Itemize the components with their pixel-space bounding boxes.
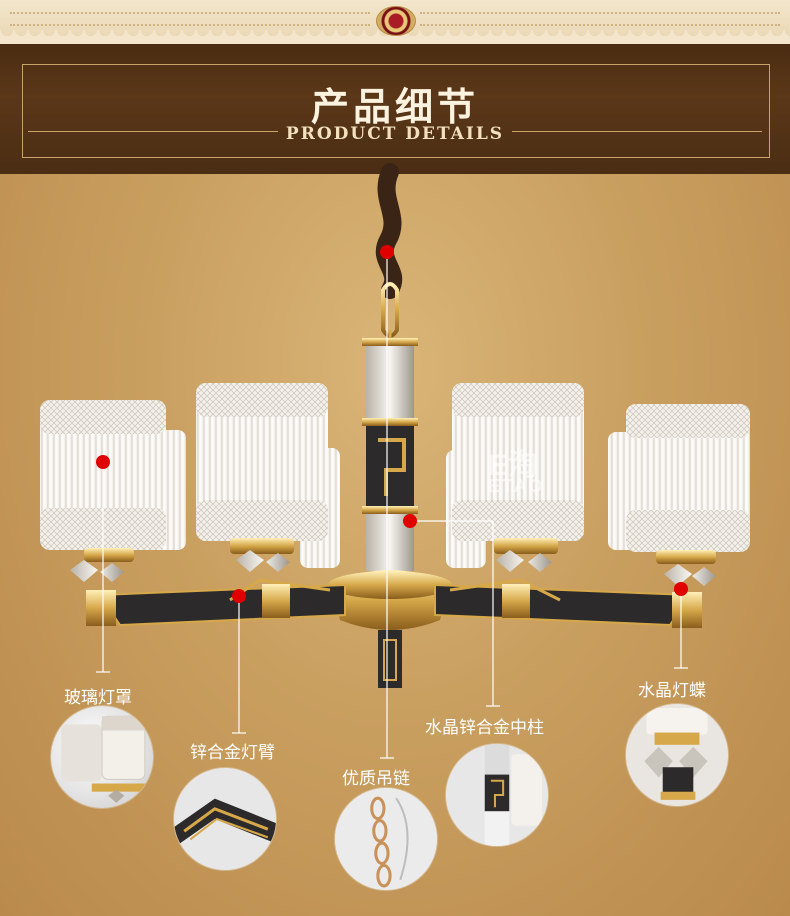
callout-label-glass-shade: 玻璃灯罩 [64, 688, 132, 708]
detail-thumb-chain [335, 788, 437, 890]
marker-dots [96, 245, 688, 603]
callout-label-chain: 优质吊链 [342, 769, 410, 789]
marker-dot-center-column [403, 514, 417, 528]
marker-dot-zinc-arm [232, 589, 246, 603]
marker-dot-crystal-cup [674, 582, 688, 596]
ornament-scroll-right [420, 12, 780, 26]
callout-label-zinc-arm: 锌合金灯臂 [190, 743, 275, 763]
detail-thumb-crystal-cup [626, 704, 728, 806]
title-banner-frame [22, 64, 770, 158]
title-banner [0, 44, 790, 174]
etao-logo-text: ETAO [488, 476, 545, 496]
etao-logo: E淘 [488, 449, 539, 482]
title-rule-left [28, 131, 278, 132]
marker-dot-chain [380, 245, 394, 259]
callout-label-crystal-cup: 水晶灯蝶 [638, 681, 706, 701]
detail-thumb-glass-shade [51, 706, 153, 808]
page-title: 产品细节 [310, 84, 479, 129]
leader-lines [96, 252, 688, 759]
detail-thumb-center-column [446, 744, 548, 846]
callout-label-center-column: 水晶锌合金中柱 [425, 718, 544, 738]
jewel-ornament-icon [376, 6, 416, 36]
ornament-scroll-left [10, 12, 370, 26]
center-column-graphic [328, 338, 452, 688]
detail-thumb-zinc-arm [174, 768, 276, 870]
marker-dot-glass-shade [96, 455, 110, 469]
page-subtitle: PRODUCT DETAILS [285, 124, 505, 144]
ornament-lace-edge [0, 30, 790, 44]
front-shades-graphic [40, 383, 750, 552]
title-rule-right [512, 131, 762, 132]
crystal-cups-graphic [70, 538, 716, 586]
